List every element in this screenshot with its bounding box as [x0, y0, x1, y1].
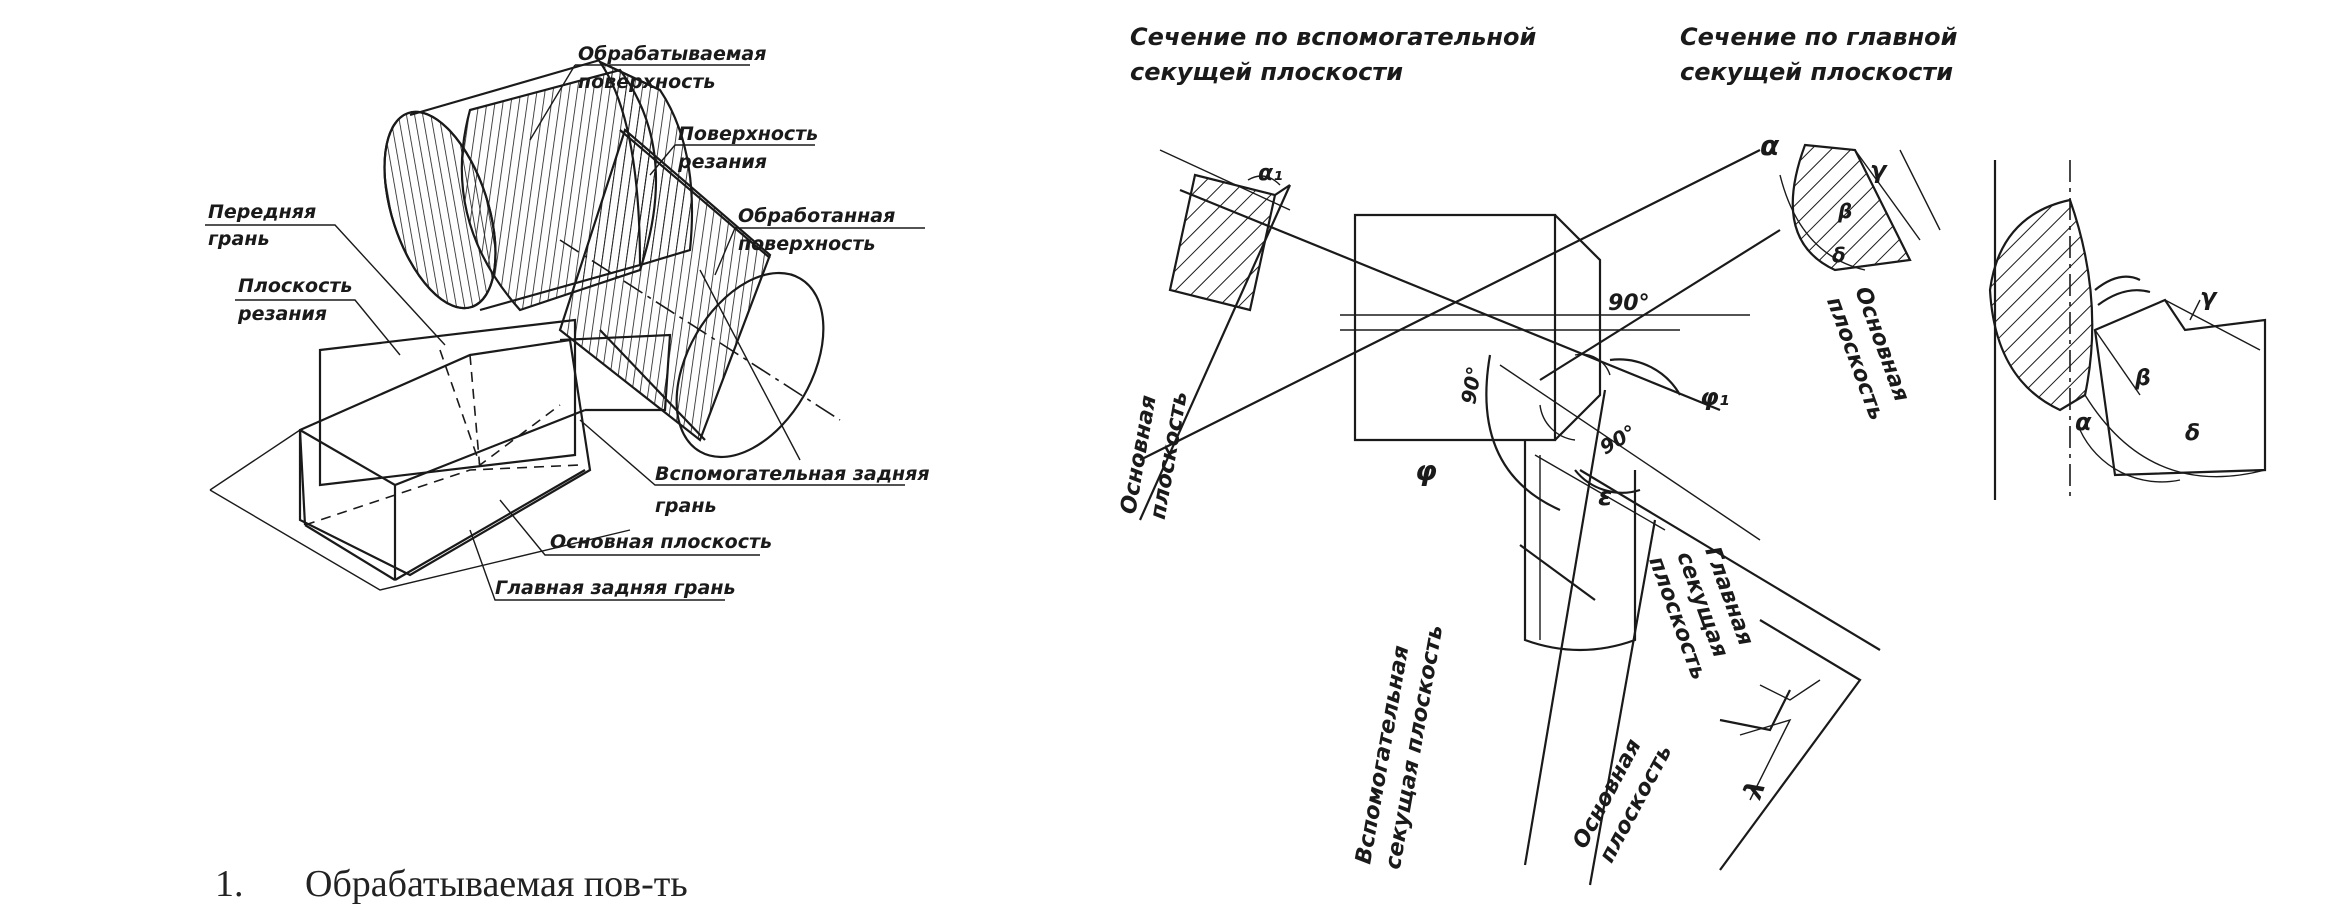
label-cutting-plane-2: резания — [237, 303, 327, 325]
label-cutting-surface-1: Поверхность — [678, 123, 818, 145]
arc-phi — [1485, 354, 1561, 512]
label-cutting-surface-2: резания — [677, 151, 767, 173]
arc-phi1 — [1609, 358, 1681, 396]
aux-section: α₁ — [1138, 149, 1292, 521]
angle-gamma: γ — [1870, 156, 1888, 184]
angle-90-top: 90° — [1608, 291, 1650, 316]
angle-90-center: 90° — [1596, 420, 1641, 460]
label-finished-surface-2: поверхность — [738, 233, 875, 255]
label-base-plane: Основная плоскость — [550, 531, 772, 553]
angle-beta-right: β — [2134, 366, 2151, 391]
list-caption: 1. Обрабатываемая пов-ть — [215, 862, 688, 906]
angle-delta-right: δ — [2185, 421, 2200, 446]
cutter-geometry: Сечение по вспомогательной секущей плоск… — [1116, 23, 2267, 886]
workpiece-finished-cylinder — [558, 128, 841, 461]
label-aux-flank-2: грань — [655, 495, 717, 517]
label-main-flank: Главная задняя грань — [495, 577, 735, 599]
main-section: α γ β δ — [1760, 129, 1941, 272]
label-rake-face-2: грань — [208, 228, 270, 250]
label-main-secant-plane: Главная секущая плоскость — [1643, 544, 1758, 684]
arc-epsilon — [1574, 469, 1641, 494]
angle-phi1: φ₁ — [1700, 383, 1729, 411]
caption-number: 1. — [215, 863, 244, 905]
label-aux-flank-1: Вспомогательная задняя — [655, 463, 930, 485]
heading-aux-section-1: Сечение по вспомогательной — [1130, 23, 1536, 51]
label-base-plane-bottom: Основная плоскость — [1568, 735, 1677, 867]
label-base-plane-right: Основная плоскость — [1821, 284, 1914, 424]
angle-alpha: α — [1760, 129, 1780, 162]
label-aux-secant-plane: Вспомогательная секущая плоскость — [1351, 623, 1448, 871]
cutting-tool — [209, 333, 672, 591]
far-right-section: γ β δ α — [1988, 160, 2267, 500]
angle-epsilon: ε — [1598, 482, 1612, 512]
heading-main-section-2: секущей плоскости — [1680, 58, 1953, 86]
cutting-plane-rect — [318, 318, 577, 487]
label-machined-surface-2: поверхность — [578, 71, 715, 93]
label-finished-surface-1: Обработанная — [738, 205, 895, 227]
heading-aux-section-2: секущей плоскости — [1130, 58, 1403, 86]
angle-beta-top: β — [1837, 199, 1852, 223]
tool-holder — [1353, 213, 1557, 442]
angle-delta-top: δ — [1832, 243, 1846, 267]
heading-main-section-1: Сечение по главной — [1680, 23, 1958, 51]
angle-gamma-right: γ — [2200, 283, 2218, 311]
label-cutting-plane-1: Плоскость — [238, 275, 352, 297]
turning-scheme: Обрабатываемая поверхность Поверхность р… — [205, 43, 930, 601]
angle-alpha-right: α — [2075, 408, 2092, 436]
label-machined-surface-1: Обрабатываемая — [578, 43, 766, 65]
angle-90-left: 90° — [1456, 364, 1486, 405]
angle-phi: φ — [1415, 454, 1437, 487]
angle-alpha1: α₁ — [1258, 161, 1283, 186]
leaders-left: Обрабатываемая поверхность Поверхность р… — [205, 43, 930, 601]
angle-lambda: λ — [1738, 777, 1773, 805]
caption-text: Обрабатываемая пов-ть — [305, 863, 688, 905]
tool-shank — [1523, 440, 1637, 652]
label-rake-face-1: Передняя — [208, 201, 316, 223]
